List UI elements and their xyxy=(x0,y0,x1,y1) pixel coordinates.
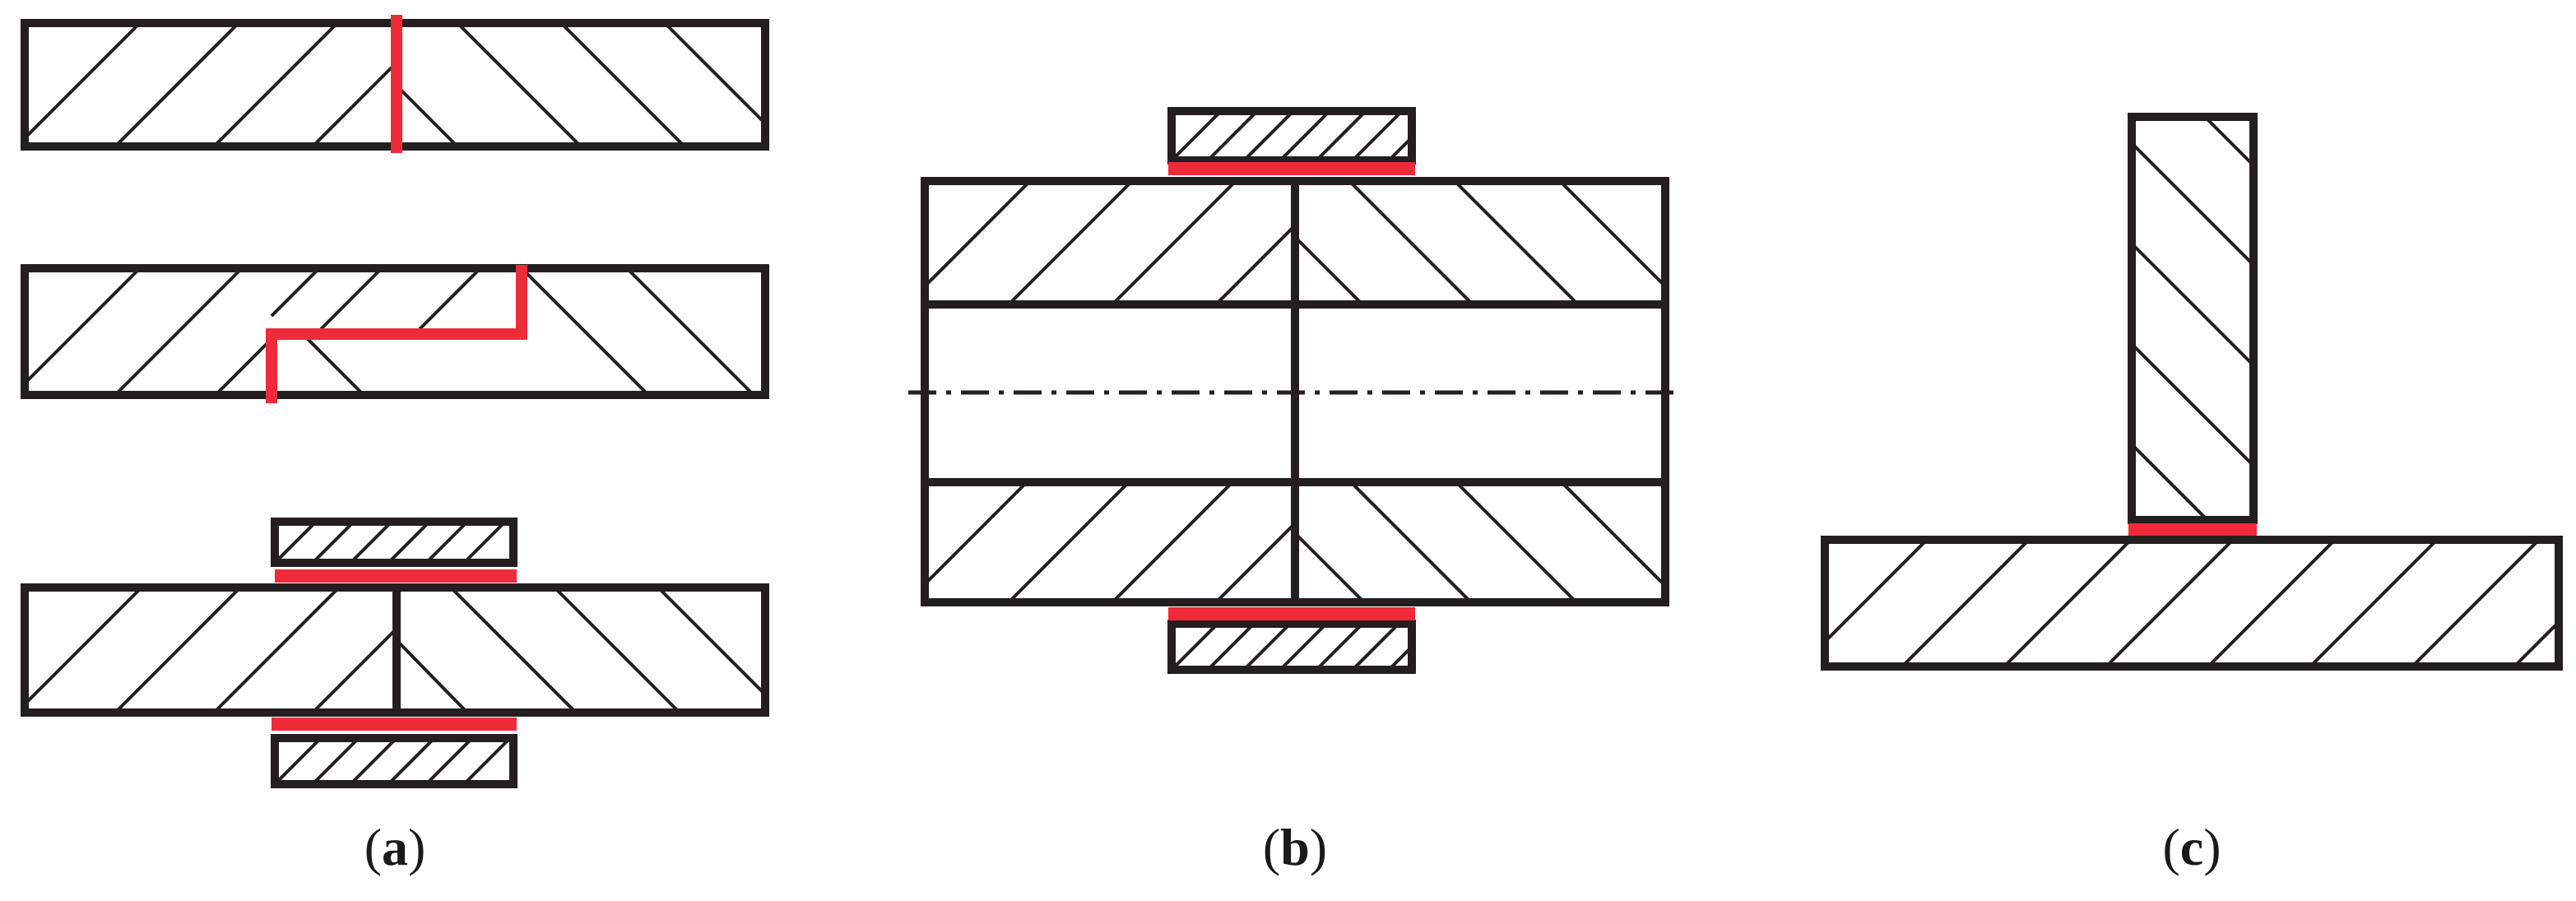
caption-c-label: c xyxy=(2179,818,2204,876)
caption-a: (a) xyxy=(364,815,426,880)
plate-a2-hatching xyxy=(25,268,755,395)
sleeve-b-top-hatching xyxy=(1172,111,1412,160)
strap-a-bottom-outline xyxy=(271,734,518,788)
sleeve-b-bottom-hatching xyxy=(1172,624,1412,670)
panel-b xyxy=(908,107,1682,674)
sleeve-b-top-outline xyxy=(1167,107,1416,165)
tube-b-lower-hatching xyxy=(925,482,1665,602)
plate-a2-stepped xyxy=(21,264,769,403)
sleeve-b-bottom xyxy=(1167,607,1416,674)
caption-a-label: a xyxy=(382,818,408,876)
panel-a xyxy=(21,15,769,788)
tube-b-upper-hatching xyxy=(925,181,1665,304)
caption-c-open: ( xyxy=(2162,818,2180,876)
sleeve-b-top xyxy=(1167,107,1416,175)
sleeve-b-bottom-outline xyxy=(1167,620,1416,674)
caption-a-open: ( xyxy=(364,818,382,876)
caption-b-open: ( xyxy=(1262,818,1281,876)
caption-b-label: b xyxy=(1280,818,1310,876)
caption-b-close: ) xyxy=(1309,818,1328,876)
caption-b: (b) xyxy=(1263,815,1327,880)
plate-a1-butt xyxy=(21,15,769,153)
strap-a-top-outline xyxy=(271,518,518,567)
web-c-hatching xyxy=(2132,117,2253,520)
web-c-outline xyxy=(2128,113,2258,524)
plate-a1-hatching xyxy=(25,23,765,146)
caption-c: (c) xyxy=(2162,815,2221,880)
caption-c-close: ) xyxy=(2203,818,2221,876)
strap-a-top xyxy=(271,518,518,583)
plate-a2-outline xyxy=(21,264,769,399)
plate-a3-strapped xyxy=(21,518,769,788)
base-c-hatching xyxy=(1825,540,2559,666)
base-c-plate xyxy=(1821,536,2563,671)
web-c-vertical xyxy=(2128,113,2258,536)
strap-a-bottom xyxy=(271,718,518,788)
panel-c xyxy=(1821,113,2563,671)
joint-a2-weld xyxy=(266,265,527,403)
strap-a-top-hatching xyxy=(275,522,507,563)
plate-a3-hatching xyxy=(25,588,765,713)
strap-a-bottom-hatching xyxy=(275,738,512,784)
base-c-outline xyxy=(1821,536,2563,671)
caption-a-close: ) xyxy=(408,818,426,876)
